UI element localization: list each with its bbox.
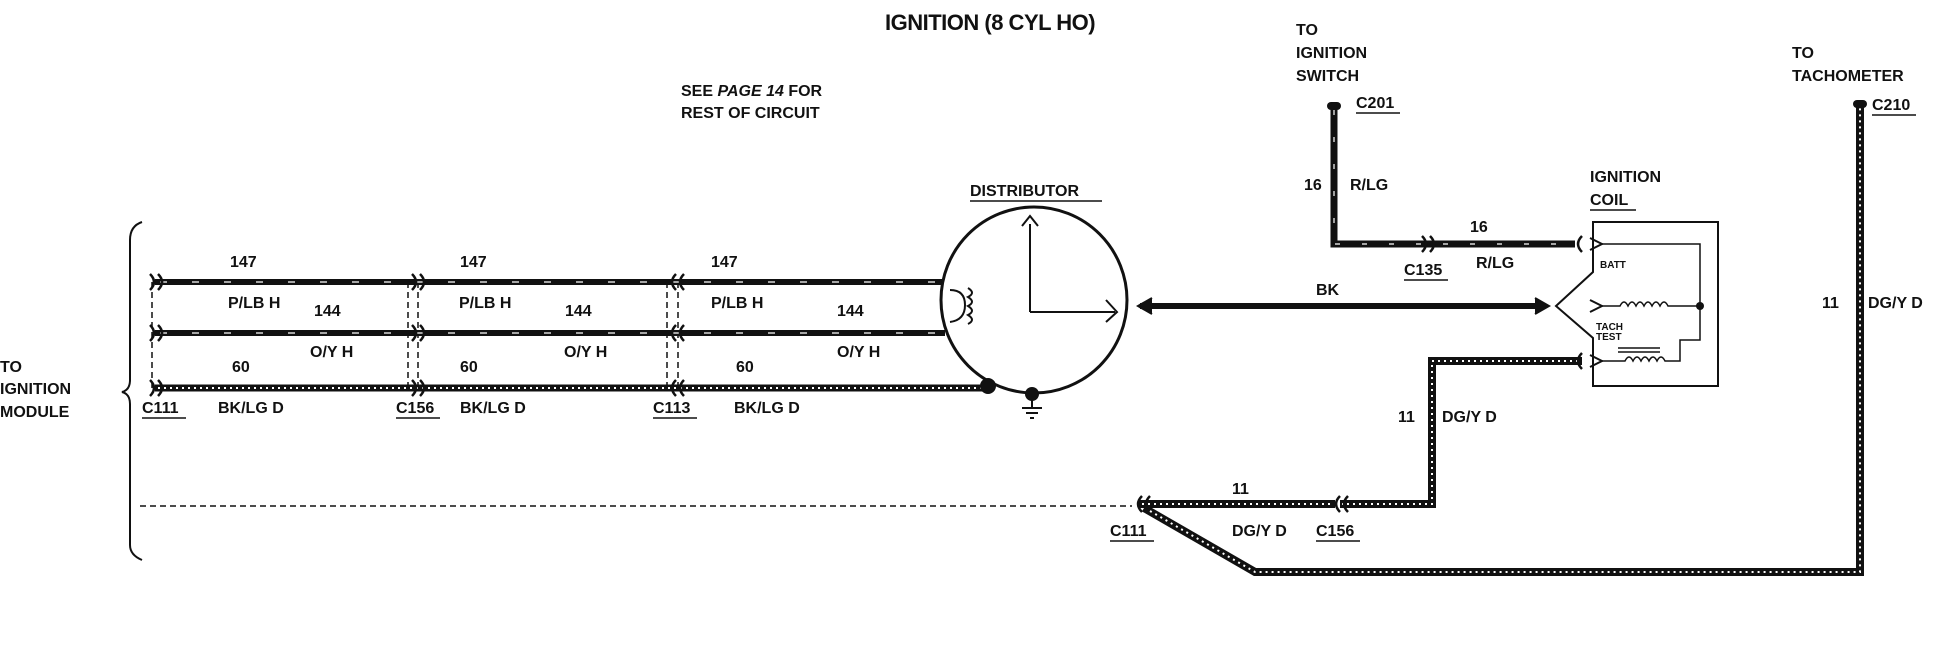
svg-text:147: 147 — [230, 254, 257, 271]
to-ignition-module-label: TO IGNITION MODULE — [0, 359, 71, 421]
svg-text:TO: TO — [1296, 22, 1318, 39]
svg-text:11: 11 — [1398, 409, 1415, 426]
svg-text:C135: C135 — [1404, 262, 1442, 279]
svg-text:O/Y H: O/Y H — [837, 344, 880, 361]
svg-text:C156: C156 — [1316, 523, 1354, 540]
svg-text:SWITCH: SWITCH — [1296, 68, 1359, 85]
connector-label-c156-left: C156 — [396, 400, 440, 419]
svg-text:C111: C111 — [142, 400, 179, 417]
svg-text:R/LG: R/LG — [1350, 177, 1388, 194]
wire-labels-segment-1: 147 P/LB H 144 O/Y H 60 BK/LG D — [218, 254, 353, 417]
svg-text:O/Y H: O/Y H — [310, 344, 353, 361]
svg-text:C113: C113 — [653, 400, 690, 417]
svg-text:R/LG: R/LG — [1476, 255, 1514, 272]
svg-text:MODULE: MODULE — [0, 404, 70, 421]
ignition-coil: IGNITION COIL BATT TACH TEST — [1554, 169, 1719, 387]
connector-label-c156-bottom: C156 — [1316, 523, 1360, 542]
to-ignition-switch-label: TO IGNITION SWITCH — [1296, 22, 1367, 85]
svg-text:P/LB H: P/LB H — [459, 295, 511, 312]
connector-marks-left — [149, 273, 685, 397]
svg-text:C156: C156 — [396, 400, 434, 417]
svg-text:REST OF CIRCUIT: REST OF CIRCUIT — [681, 105, 820, 122]
svg-text:O/Y H: O/Y H — [564, 344, 607, 361]
module-bracket — [121, 221, 143, 561]
connector-label-c111-bottom: C111 — [1110, 523, 1154, 542]
svg-text:P/LB H: P/LB H — [228, 295, 280, 312]
svg-text:60: 60 — [736, 359, 754, 376]
svg-text:TO: TO — [1792, 45, 1814, 62]
svg-text:C111: C111 — [1110, 523, 1147, 540]
svg-text:BK/LG D: BK/LG D — [460, 400, 526, 417]
svg-text:COIL: COIL — [1590, 192, 1628, 209]
svg-text:BATT: BATT — [1600, 260, 1626, 271]
svg-text:IGNITION: IGNITION — [0, 381, 71, 398]
svg-text:TO: TO — [0, 359, 22, 376]
svg-text:60: 60 — [232, 359, 250, 376]
svg-text:147: 147 — [460, 254, 487, 271]
svg-text:C201: C201 — [1356, 95, 1394, 112]
svg-text:P/LB H: P/LB H — [711, 295, 763, 312]
svg-text:DISTRIBUTOR: DISTRIBUTOR — [970, 183, 1079, 200]
svg-text:16: 16 — [1470, 219, 1488, 236]
svg-text:TEST: TEST — [1596, 332, 1622, 343]
svg-text:60: 60 — [460, 359, 478, 376]
svg-text:144: 144 — [314, 303, 341, 320]
svg-text:DG/Y D: DG/Y D — [1442, 409, 1497, 426]
svg-text:IGNITION: IGNITION — [1296, 45, 1367, 62]
wire-labels-segment-3: 147 P/LB H 144 O/Y H 60 BK/LG D — [711, 254, 880, 417]
svg-text:144: 144 — [565, 303, 592, 320]
connector-label-c113: C113 — [653, 400, 697, 419]
svg-text:11: 11 — [1232, 481, 1249, 498]
to-tachometer-label: TO TACHOMETER — [1792, 45, 1904, 85]
wire-bk: BK — [1135, 282, 1552, 315]
svg-text:IGNITION: IGNITION — [1590, 169, 1661, 186]
connector-label-c111-left: C111 — [142, 400, 186, 419]
svg-text:TACHOMETER: TACHOMETER — [1792, 68, 1904, 85]
svg-text:DG/Y D: DG/Y D — [1868, 295, 1923, 312]
wire-11-coil: 11 DG/Y D — [1334, 352, 1583, 513]
svg-text:BK/LG D: BK/LG D — [218, 400, 284, 417]
connector-label-c210: C210 — [1872, 97, 1916, 116]
svg-text:144: 144 — [837, 303, 864, 320]
wire-11-bottom: 11 DG/Y D — [1136, 481, 1335, 540]
connector-label-c201: C201 — [1356, 95, 1400, 114]
svg-text:16: 16 — [1304, 177, 1322, 194]
svg-text:BK/LG D: BK/LG D — [734, 400, 800, 417]
svg-text:C210: C210 — [1872, 97, 1910, 114]
wire-11-tachometer: 11 DG/Y D — [1142, 100, 1923, 576]
svg-text:DG/Y D: DG/Y D — [1232, 523, 1287, 540]
svg-text:TACH: TACH — [1596, 322, 1623, 333]
svg-text:11: 11 — [1822, 295, 1839, 312]
svg-text:147: 147 — [711, 254, 738, 271]
svg-text:SEE PAGE 14 FOR: SEE PAGE 14 FOR — [681, 83, 823, 100]
connector-label-c135: C135 — [1404, 262, 1448, 281]
svg-text:BK: BK — [1316, 282, 1340, 299]
wire-16: 16 R/LG 16 R/LG — [1304, 102, 1583, 272]
wire-labels-segment-2: 147 P/LB H 144 O/Y H 60 BK/LG D — [459, 254, 607, 417]
distributor: DISTRIBUTOR — [939, 183, 1129, 419]
diagram-title: IGNITION (8 CYL HO) — [885, 10, 1095, 35]
see-page-note: SEE PAGE 14 FOR REST OF CIRCUIT — [681, 83, 823, 122]
